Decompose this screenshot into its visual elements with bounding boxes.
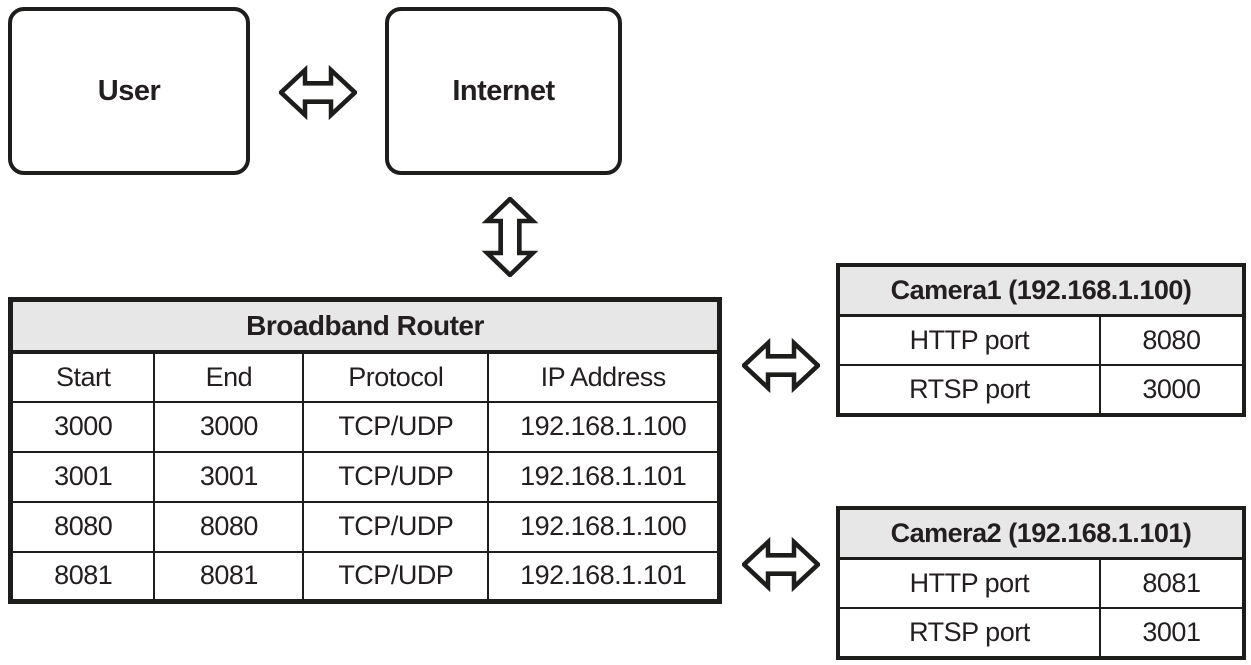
camera2-rtsp-port-label: RTSP port (837, 607, 1101, 659)
router-cell-protocol: TCP/UDP (302, 550, 490, 603)
internet-node: Internet (385, 7, 622, 175)
camera1-http-port-value: 8080 (1098, 314, 1246, 366)
router-header-row: Start End Protocol IP Address (9, 350, 721, 403)
router-col-header-ip: IP Address (487, 350, 721, 403)
router-cell-start: 3001 (9, 450, 156, 503)
camera1-http-port-label: HTTP port (837, 314, 1101, 366)
broadband-router-table: Broadband Router Start End Protocol IP A… (8, 297, 722, 604)
router-cell-start: 8081 (9, 550, 156, 603)
user-node: User (8, 7, 250, 175)
router-rule-row: 3001 3001 TCP/UDP 192.168.1.101 (9, 450, 721, 503)
router-rule-row: 3000 3000 TCP/UDP 192.168.1.100 (9, 400, 721, 453)
router-cell-start: 3000 (9, 400, 156, 453)
camera1-rtsp-row: RTSP port 3000 (837, 364, 1246, 416)
camera1-title-row: Camera1 (192.168.1.100) (837, 264, 1245, 317)
router-cell-end: 8080 (153, 500, 305, 553)
camera2-title-row: Camera2 (192.168.1.101) (837, 507, 1245, 560)
user-internet-bidirectional-arrow-icon (279, 64, 357, 121)
router-cell-protocol: TCP/UDP (302, 400, 490, 453)
router-cell-end: 3001 (153, 450, 305, 503)
user-node-label: User (97, 74, 161, 107)
camera1-rtsp-port-value: 3000 (1098, 364, 1246, 416)
router-rule-row: 8081 8081 TCP/UDP 192.168.1.101 (9, 550, 721, 603)
router-col-header-protocol: Protocol (302, 350, 490, 403)
camera1-rtsp-port-label: RTSP port (837, 364, 1101, 416)
router-col-header-start: Start (9, 350, 156, 403)
router-cell-start: 8080 (9, 500, 156, 553)
router-camera1-bidirectional-arrow-icon (742, 337, 820, 394)
camera1-table-title: Camera1 (192.168.1.100) (837, 264, 1245, 317)
camera1-http-row: HTTP port 8080 (837, 314, 1246, 366)
router-col-header-end: End (153, 350, 305, 403)
router-cell-ip: 192.168.1.100 (487, 400, 721, 453)
router-cell-ip: 192.168.1.100 (487, 500, 721, 553)
router-cell-end: 3000 (153, 400, 305, 453)
camera1-table: Camera1 (192.168.1.100) HTTP port 8080 R… (836, 263, 1246, 417)
router-cell-end: 8081 (153, 550, 305, 603)
camera2-rtsp-row: RTSP port 3001 (837, 607, 1246, 659)
camera2-http-row: HTTP port 8081 (837, 557, 1246, 609)
router-rule-row: 8080 8080 TCP/UDP 192.168.1.100 (9, 500, 721, 553)
router-title-row: Broadband Router (9, 298, 721, 354)
camera2-http-port-value: 8081 (1098, 557, 1246, 609)
camera2-rtsp-port-value: 3001 (1098, 607, 1246, 659)
internet-router-bidirectional-arrow-icon (481, 197, 539, 277)
internet-node-label: Internet (452, 74, 555, 107)
router-cell-ip: 192.168.1.101 (487, 450, 721, 503)
router-cell-protocol: TCP/UDP (302, 450, 490, 503)
camera2-table-title: Camera2 (192.168.1.101) (837, 507, 1245, 560)
router-table-title: Broadband Router (9, 298, 721, 354)
router-cell-ip: 192.168.1.101 (487, 550, 721, 603)
camera2-http-port-label: HTTP port (837, 557, 1101, 609)
camera2-table: Camera2 (192.168.1.101) HTTP port 8081 R… (836, 506, 1246, 660)
router-camera2-bidirectional-arrow-icon (742, 536, 820, 593)
router-cell-protocol: TCP/UDP (302, 500, 490, 553)
